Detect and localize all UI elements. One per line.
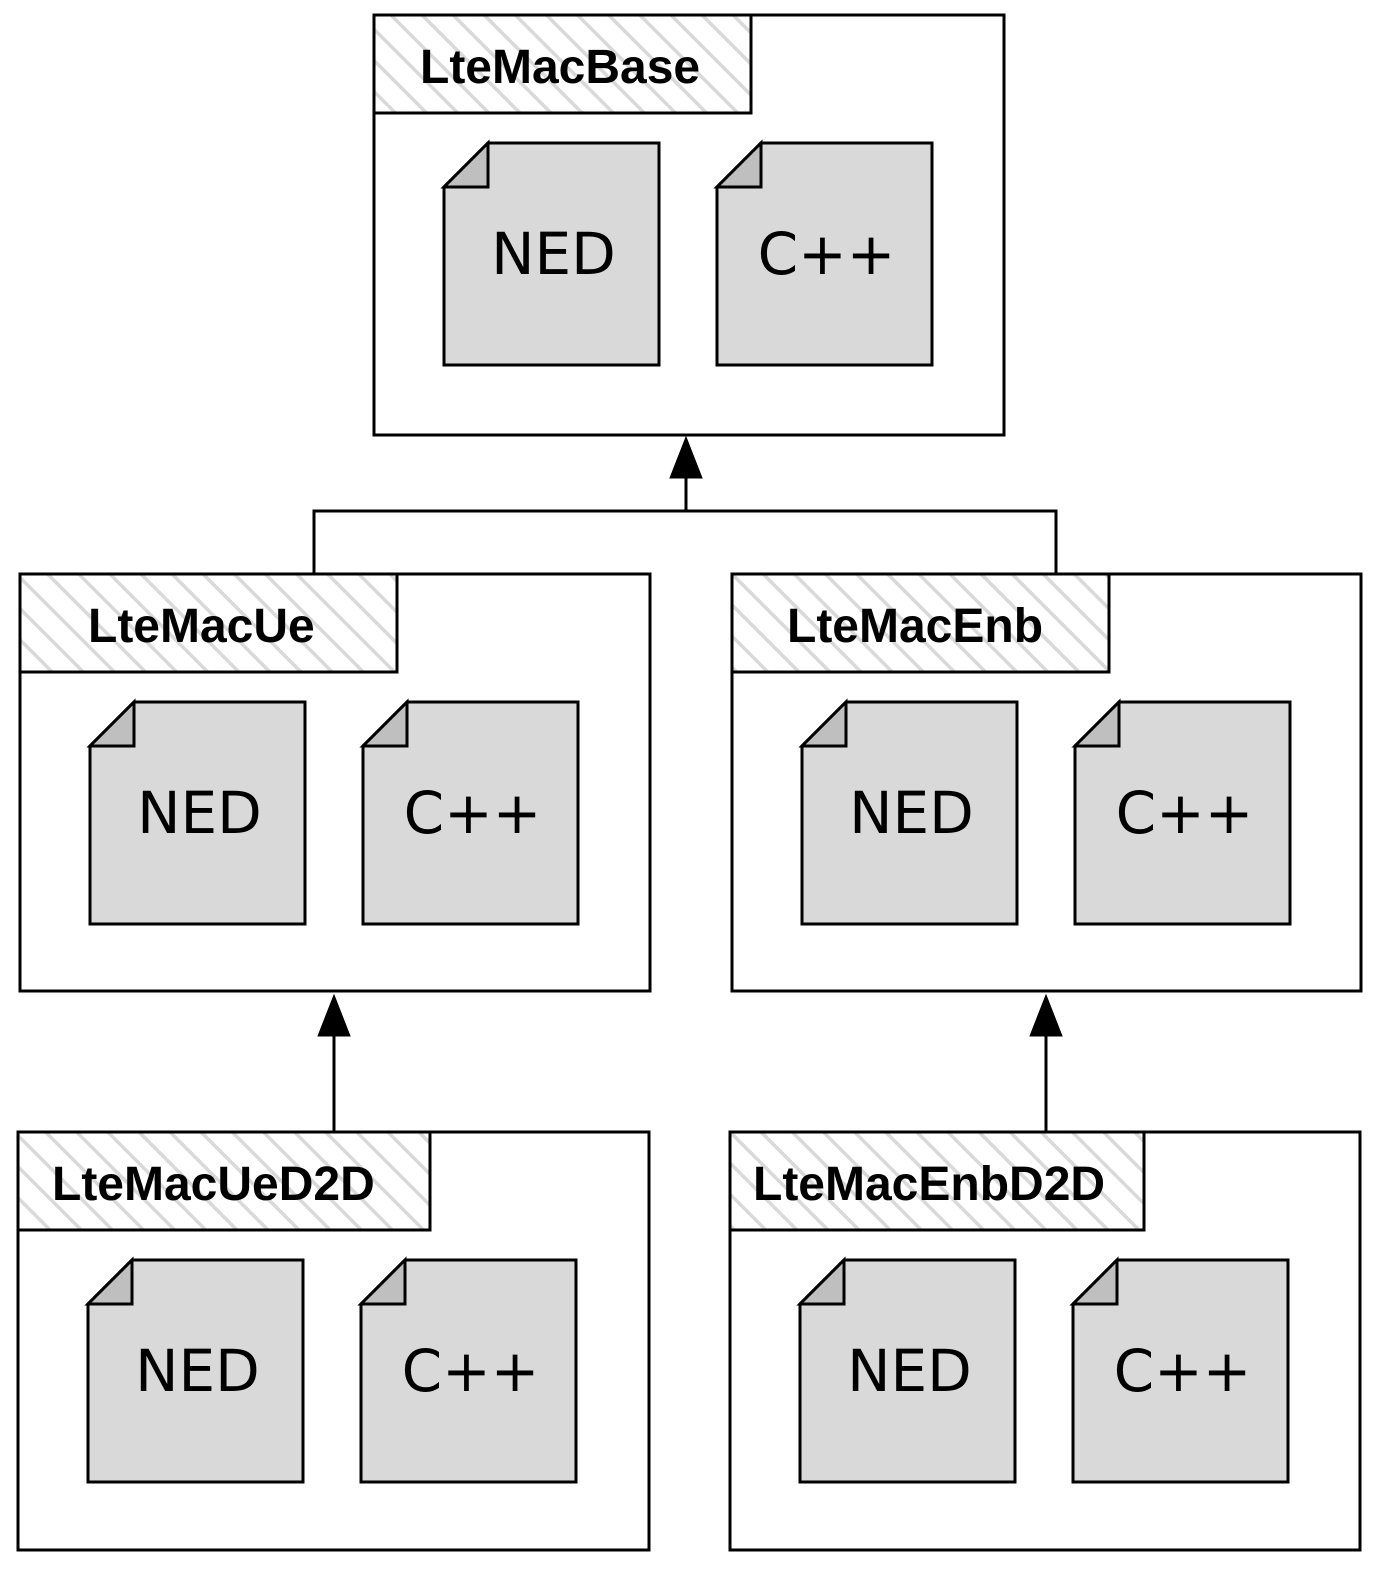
file-label: NED — [491, 220, 616, 288]
document-file-icon: C++ — [359, 698, 580, 926]
document-file-icon: NED — [796, 1256, 1017, 1484]
document-file-icon: NED — [86, 698, 307, 926]
package-title: LteMacUeD2D — [52, 1158, 375, 1211]
file-corner-fold — [86, 698, 136, 748]
package-title-tab — [730, 572, 1111, 674]
file-label: NED — [849, 779, 974, 847]
file-corner-fold — [798, 698, 848, 748]
file-label: NED — [847, 1337, 972, 1405]
inheritance-arrow-icon — [669, 435, 703, 479]
file-corner-fold — [796, 1256, 846, 1306]
file-label: C++ — [1116, 779, 1254, 847]
document-file-icon: C++ — [1069, 1256, 1290, 1484]
file-corner-fold — [1069, 1256, 1119, 1306]
document-file-icon: C++ — [1071, 698, 1292, 926]
document-file-icon: NED — [440, 139, 661, 367]
document-file-icon: NED — [798, 698, 1019, 926]
document-file-icon: NED — [84, 1256, 305, 1484]
file-corner-fold — [713, 139, 763, 189]
inheritance-arrow-icon — [317, 993, 351, 1037]
connector-ue-to-base — [312, 509, 686, 574]
package-enbd2d: LteMacEnbD2D NED C++ — [728, 1130, 1362, 1552]
file-label: NED — [135, 1337, 260, 1405]
file-corner-fold — [84, 1256, 134, 1306]
package-title-tab — [18, 572, 399, 674]
file-corner-fold — [357, 1256, 407, 1306]
file-label: C++ — [758, 220, 896, 288]
document-file-icon: C++ — [357, 1256, 578, 1484]
inheritance-arrow-icon — [1029, 993, 1063, 1037]
package-title: LteMacBase — [420, 41, 700, 94]
package-title: LteMacUe — [88, 600, 315, 653]
connectors — [312, 435, 1063, 1132]
connector-enb-to-base — [686, 509, 1058, 574]
package-title: LteMacEnb — [787, 600, 1043, 653]
package-title: LteMacEnbD2D — [753, 1158, 1105, 1211]
package-ued2d: LteMacUeD2D NED C++ — [16, 1130, 651, 1552]
package-title-tab — [372, 13, 753, 115]
package-title-tab — [728, 1130, 1146, 1232]
file-label: C++ — [1114, 1337, 1252, 1405]
file-corner-fold — [1071, 698, 1121, 748]
file-corner-fold — [359, 698, 409, 748]
file-label: C++ — [404, 779, 542, 847]
package-title-tab — [16, 1130, 432, 1232]
file-corner-fold — [440, 139, 490, 189]
file-label: C++ — [402, 1337, 540, 1405]
file-label: NED — [137, 779, 262, 847]
document-file-icon: C++ — [713, 139, 934, 367]
